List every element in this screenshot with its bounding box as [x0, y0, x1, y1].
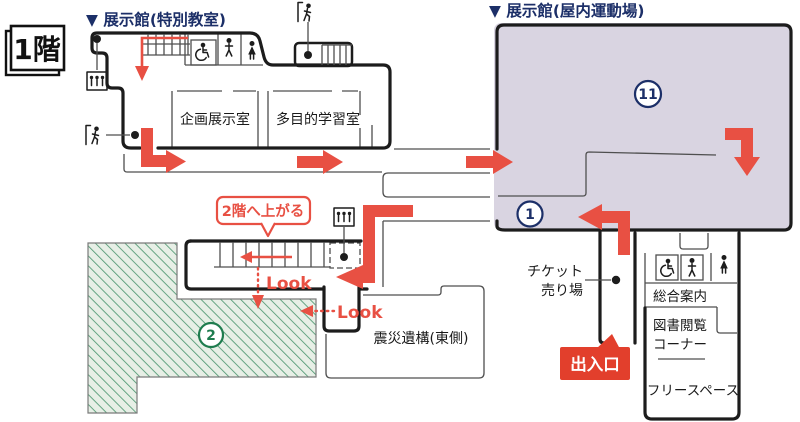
wheelchair-icon [660, 257, 675, 278]
floor-badge: 1階 [4, 24, 66, 77]
location-dot [611, 275, 621, 285]
look-label-1: Look [266, 274, 312, 294]
svg-text:11: 11 [638, 87, 657, 103]
entrance-label: 出入口 [570, 354, 620, 374]
room-label-tamoku: 多目的学習室 [276, 111, 360, 128]
section-header-right: ▼ 展示館(屋内運動場) [489, 1, 645, 20]
building-walls [90, 23, 793, 421]
male-icon [224, 37, 234, 57]
room-label-tosho-1: 図書閲覧 [653, 317, 707, 334]
route-arrow-turn-left [601, 211, 630, 255]
location-dot [93, 35, 101, 43]
upstairs-label: 2階へ上がる [222, 202, 305, 220]
ticket-label-2: 売り場 [541, 283, 583, 299]
stairs-icon-vestibule [321, 44, 352, 65]
exit-person-icon [297, 1, 312, 23]
room-partitions [123, 33, 737, 379]
female-icon [247, 40, 257, 60]
route-arrow-double-bend [363, 205, 413, 283]
room-label-shinsai: 震災遺構(東側) [374, 331, 469, 347]
marker-1: 1 [516, 200, 544, 228]
marker-11: 11 [633, 79, 663, 109]
room-label-free: フリースペース [647, 383, 739, 399]
male-icon [687, 257, 697, 277]
exit-person-icon [85, 124, 100, 146]
route-arrow-turn-down [725, 128, 753, 159]
entrance-callout: 出入口 [560, 334, 630, 380]
route-arrow-elbow [141, 128, 168, 167]
location-dot [131, 131, 139, 139]
svg-text:2: 2 [206, 328, 216, 344]
look-label-2: Look [337, 303, 383, 323]
svg-text:1: 1 [525, 207, 535, 223]
location-dot [304, 51, 312, 59]
stairs-icon-top-left [142, 34, 190, 56]
route-arrows [135, 36, 760, 317]
marker-2: 2 [197, 321, 225, 349]
pictograms [85, 1, 729, 285]
location-dot [340, 253, 348, 261]
section-header-left: ▼ 展示館(特別教室) [86, 10, 226, 29]
elevator-icon [86, 71, 108, 91]
route-arrow-down [135, 66, 149, 81]
gym-room-area [494, 23, 791, 230]
upstairs-callout: 2階へ上がる [215, 195, 312, 238]
female-icon [719, 254, 729, 274]
ticket-label-1: チケット [527, 264, 583, 280]
room-label-tosho-2: コーナー [653, 337, 707, 353]
floor-label: 1階 [13, 33, 60, 66]
wheelchair-icon [195, 41, 210, 62]
stairs-icon-hall [214, 242, 330, 268]
elevator-icon [333, 207, 355, 227]
room-label-kikaku: 企画展示室 [180, 111, 250, 128]
room-label-sogo: 総合案内 [653, 288, 707, 305]
